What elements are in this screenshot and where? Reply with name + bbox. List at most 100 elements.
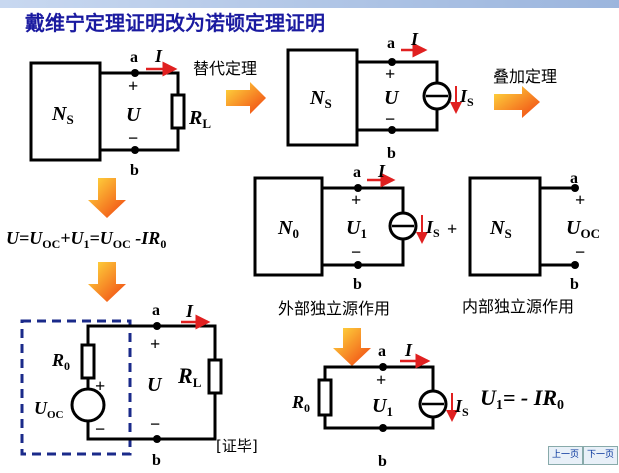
circuit-element: [540, 186, 575, 267]
circuit-label: b: [130, 162, 139, 179]
circuit-label: +: [575, 190, 585, 210]
caption-superposition: 叠加定理: [493, 67, 557, 86]
circuit-element: [86, 324, 217, 441]
circuit-label: NS: [51, 103, 74, 127]
circuit-element: [379, 363, 387, 371]
circuit-element: [354, 184, 362, 192]
next-page-button[interactable]: 下一页: [583, 446, 618, 465]
circuit-label: UOC: [34, 398, 64, 421]
circuit-label: −: [128, 128, 138, 148]
circuit-external-with-r0: a I + U1 − b R0 IS: [291, 340, 469, 470]
circuit-element: [153, 435, 161, 443]
circuit-label: a: [152, 302, 160, 319]
circuit-element: [170, 93, 186, 130]
circuit-label: U: [126, 104, 142, 126]
voltage-source-icon: [70, 387, 106, 423]
caption-substitution: 替代定理: [193, 59, 257, 78]
circuit-label: +: [95, 376, 105, 396]
qed-label: [证毕]: [216, 437, 258, 455]
circuit-label: N0: [277, 217, 299, 241]
top-band: [0, 0, 619, 8]
circuit-label: −: [95, 419, 105, 439]
current-source-icon: [422, 81, 452, 111]
circuit-label: −: [575, 242, 585, 262]
circuit-label: U: [147, 374, 163, 396]
circuit-label: −: [385, 109, 395, 129]
circuit-element: [388, 211, 418, 241]
circuit-external-source: a I + U1 − b N0 IS +: [253, 161, 457, 293]
circuit-label: NS: [489, 217, 512, 241]
circuit-internal-source: a + UOC − b NS: [468, 170, 600, 293]
circuit-label: a: [378, 343, 386, 360]
circuit-element: [388, 58, 396, 66]
circuit-label: +: [150, 334, 160, 354]
circuit-label: NS: [309, 87, 332, 111]
node-b: [131, 146, 139, 154]
circuit-label: b: [570, 276, 579, 293]
circuit-label: −: [376, 417, 386, 437]
block-arrow-right: [494, 86, 540, 118]
circuit-element: [418, 389, 448, 419]
caption-internal: 内部独立源作用: [462, 297, 574, 316]
prev-page-button[interactable]: 上一页: [548, 446, 583, 465]
block-arrow-down: [88, 178, 126, 218]
circuit-thevenin-equivalent: a I + U − b + − R0 UOC RL: [20, 301, 223, 469]
circuit-label: b: [378, 453, 387, 470]
circuit-label: +: [447, 219, 457, 239]
circuit-element: [100, 71, 180, 152]
block-arrow-right: [226, 82, 266, 114]
caption-external: 外部独立源作用: [278, 299, 390, 318]
slide-title: 戴维宁定理证明改为诺顿定理证明: [25, 11, 325, 35]
circuit-label: −: [351, 242, 361, 262]
circuit-label: I: [404, 340, 413, 360]
circuit-label: +: [128, 76, 138, 96]
equation-main: U=UOC+U1=UOC -IR0: [6, 228, 166, 251]
circuit-label: b: [387, 145, 396, 162]
circuit-substituted: a I + U − b NS IS: [286, 29, 474, 162]
circuit-element: [354, 261, 362, 269]
circuit-label: I: [185, 301, 194, 321]
circuit-element: [153, 322, 161, 330]
circuit-label: R0: [51, 350, 70, 373]
equation-u1: U1= - IR0: [480, 385, 564, 413]
circuit-element: [357, 60, 439, 132]
circuit-label: RL: [177, 363, 202, 390]
circuit-label: −: [150, 414, 160, 434]
circuit-element: [207, 358, 223, 395]
circuit-label: a: [353, 164, 361, 181]
circuit-element: [388, 126, 396, 134]
circuit-original: a I + U − b NS RL: [29, 46, 211, 179]
circuit-element: [379, 424, 387, 432]
block-arrow-down: [333, 328, 371, 366]
block-arrow-down: [88, 262, 126, 302]
circuit-label: U1: [346, 217, 367, 241]
circuit-element: [286, 48, 359, 147]
node-a: [131, 69, 139, 77]
circuit-element: [571, 261, 579, 269]
circuit-label: +: [351, 190, 361, 210]
circuit-label: UOC: [566, 217, 600, 241]
circuit-label: RL: [188, 107, 211, 131]
circuit-label: I: [377, 161, 386, 181]
circuit-label: I: [410, 29, 419, 49]
equivalent-dashed-box: [20, 319, 132, 456]
circuit-label: +: [385, 64, 395, 84]
circuit-label: b: [353, 276, 362, 293]
circuit-label: IS: [425, 217, 440, 240]
circuit-label: a: [570, 170, 578, 187]
circuit-label: IS: [454, 396, 469, 419]
circuit-label: U1: [372, 395, 393, 419]
circuit-element: [253, 176, 324, 277]
circuit-label: b: [152, 452, 161, 469]
circuit-label: I: [154, 46, 163, 66]
circuit-label: +: [376, 370, 386, 390]
circuit-element: [317, 378, 333, 417]
circuit-label: a: [387, 35, 395, 52]
circuit-element: [29, 61, 102, 162]
circuit-element: [322, 186, 405, 267]
circuit-element: [468, 176, 542, 277]
circuit-label: R0: [291, 392, 310, 415]
circuit-label: IS: [459, 86, 474, 109]
circuit-label: a: [130, 49, 138, 66]
